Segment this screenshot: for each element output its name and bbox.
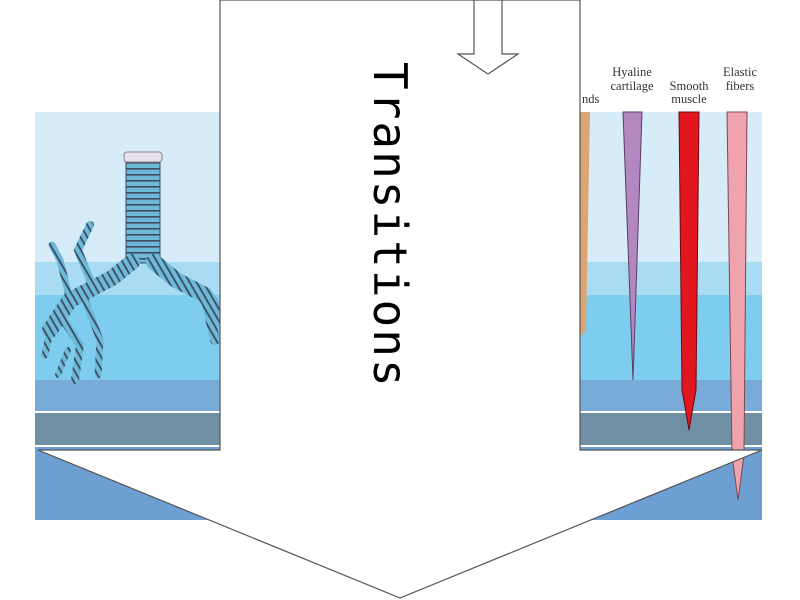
- elastic-fibers-column: [726, 111, 748, 501]
- small-outline-arrow-icon: [456, 0, 520, 75]
- hyaline-cartilage-column: [622, 111, 643, 381]
- large-transition-arrow-icon: [37, 0, 763, 599]
- banner-title: Transitions: [363, 62, 417, 389]
- hyaline-label-line2: cartilage: [610, 79, 653, 93]
- smooth-muscle-column: [678, 111, 700, 431]
- tissue-columns: [578, 111, 748, 501]
- elastic-fibers-label-line2: fibers: [726, 79, 755, 93]
- glands-label-fragment: nds: [582, 92, 600, 106]
- column-labels: nds Hyaline cartilage Smooth muscle Elas…: [582, 65, 757, 106]
- airway-tree-icon: [41, 151, 230, 384]
- hyaline-label-line1: Hyaline: [612, 65, 652, 79]
- elastic-fibers-label-line1: Elastic: [723, 65, 757, 79]
- glands-column: [578, 112, 590, 340]
- smooth-muscle-label-line1: Smooth: [670, 79, 710, 93]
- smooth-muscle-label-line2: muscle: [671, 92, 707, 106]
